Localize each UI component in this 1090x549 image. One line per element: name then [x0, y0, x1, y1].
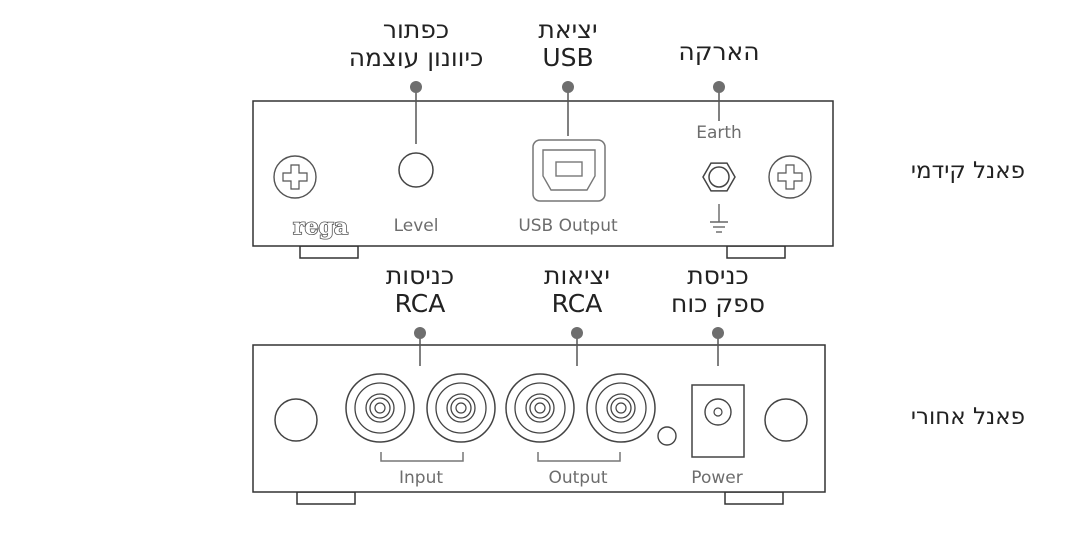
rca-input-left-icon: [345, 373, 415, 443]
rca-output-left-icon: [505, 373, 575, 443]
rca-inputs-callout-line2: RCA: [395, 289, 446, 318]
rca-outputs-callout-line1: יציאות: [544, 261, 610, 290]
rear-panel-row-label: פאנל אחורי: [911, 404, 1025, 430]
volume-callout-line2: כיוונון עוצמה: [349, 43, 484, 72]
front-panel: rega Level USB Output Earth: [252, 15, 1025, 259]
earth-label: Earth: [696, 123, 742, 143]
front-right-foot: [726, 245, 786, 259]
volume-knob: [398, 152, 434, 188]
front-panel-row-label: פאנל קידמי: [911, 158, 1025, 184]
usb-output-label: USB Output: [518, 216, 618, 236]
output-bracket: [537, 452, 621, 462]
front-left-screw-icon: [273, 155, 317, 199]
power-jack-icon: [691, 384, 745, 458]
usb-callout-line2: USB: [542, 43, 593, 72]
input-bracket: [380, 452, 464, 462]
rega-logo: rega: [293, 214, 348, 240]
level-label: Level: [394, 216, 439, 236]
rca-inputs-callout-dot: [414, 327, 426, 339]
front-left-foot: [299, 245, 359, 259]
indicator-hole: [657, 426, 677, 446]
front-right-screw-icon: [768, 155, 812, 199]
rear-right-screw-icon: [764, 398, 808, 442]
volume-callout-line1: כפתור: [383, 15, 449, 44]
output-label: Output: [548, 468, 607, 488]
rca-input-right-icon: [426, 373, 496, 443]
power-callout-line2: ספק כוח: [671, 289, 765, 318]
usb-b-port-icon: [532, 139, 606, 202]
volume-callout-dot: [410, 81, 422, 93]
usb-callout-line1: יציאת: [538, 15, 597, 44]
rear-panel: Input Output Power כניסות RCA יציאות RCA…: [252, 261, 1025, 505]
rear-right-foot: [724, 491, 784, 505]
ground-symbol-icon: [710, 204, 728, 233]
earth-terminal-icon: [702, 162, 736, 192]
earth-callout-line1: הארקה: [678, 37, 759, 66]
rear-left-screw-icon: [274, 398, 318, 442]
rear-left-foot: [296, 491, 356, 505]
rca-inputs-callout-line1: כניסות: [386, 261, 454, 290]
rca-output-right-icon: [586, 373, 656, 443]
earth-callout-dot: [713, 81, 725, 93]
power-callout-line1: כניסת: [687, 261, 748, 290]
rca-outputs-callout-line2: RCA: [552, 289, 603, 318]
power-callout-dot: [712, 327, 724, 339]
usb-callout-dot: [562, 81, 574, 93]
input-label: Input: [399, 468, 443, 488]
power-label: Power: [691, 468, 742, 488]
rca-outputs-callout-dot: [571, 327, 583, 339]
